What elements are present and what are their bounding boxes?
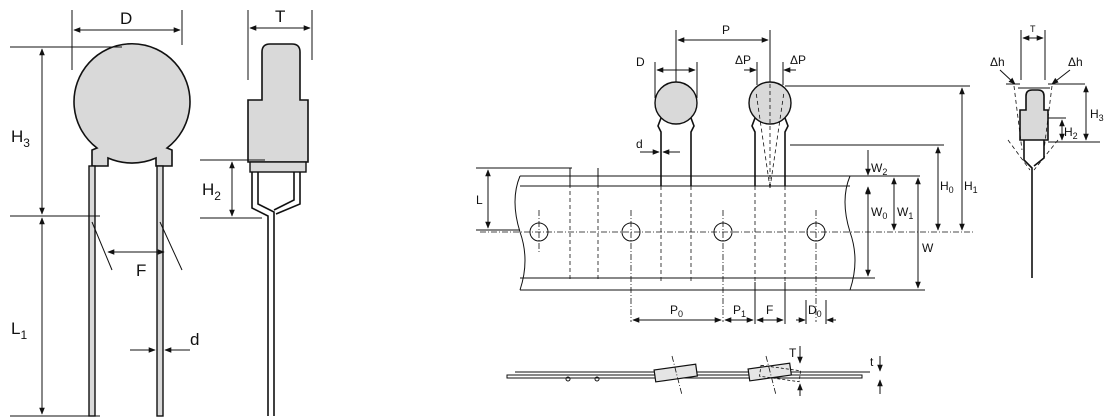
carrier-tape xyxy=(520,175,850,291)
label-P: P xyxy=(722,23,730,37)
lead-right xyxy=(156,165,164,417)
taped-capacitor-1 xyxy=(654,81,698,125)
tape-side-capacitor-1 xyxy=(653,363,699,383)
capacitor-disc xyxy=(73,42,191,167)
label-D0: D0 xyxy=(808,303,822,319)
label-W1: W1 xyxy=(897,205,913,221)
label-t: t xyxy=(870,355,874,369)
label-L1: L1 xyxy=(11,319,27,342)
label-W: W xyxy=(922,241,934,255)
label-H1: H1 xyxy=(964,179,978,195)
side-view: D H3 L1 F d xyxy=(10,9,199,417)
label-H3: H3 xyxy=(11,127,30,150)
label-d: d xyxy=(190,330,199,349)
label-dh-right: Δh xyxy=(1068,55,1083,69)
label-F-taped: F xyxy=(766,303,773,317)
label-dP-left: ΔP xyxy=(735,53,751,67)
label-W2: W2 xyxy=(871,161,887,177)
capacitor-profile-body xyxy=(247,43,309,163)
label-D: D xyxy=(120,9,132,28)
taped-capacitor-2 xyxy=(748,81,792,125)
label-H2-tilt: H2 xyxy=(1064,125,1078,141)
label-T: T xyxy=(275,7,285,26)
label-dP-right: ΔP xyxy=(790,53,806,67)
tilt-view: T Δh Δh H3 H2 xyxy=(990,24,1104,278)
label-P0: P0 xyxy=(670,303,683,319)
tape-side-view: T t xyxy=(506,346,883,396)
lead-left xyxy=(88,165,96,417)
label-L: L xyxy=(476,193,483,207)
taping-view: P D ΔP ΔP d L W2 W0 xyxy=(476,23,978,324)
label-W0: W0 xyxy=(871,205,887,221)
label-H0: H0 xyxy=(940,179,954,195)
label-d-taped: d xyxy=(636,137,643,151)
label-T-tilt: T xyxy=(1030,24,1036,34)
label-T-side: T xyxy=(789,346,797,360)
label-H2: H2 xyxy=(202,180,221,203)
label-dh-left: Δh xyxy=(990,55,1005,69)
profile-view: T H2 xyxy=(200,7,313,416)
label-D-taped: D xyxy=(636,55,645,69)
label-P1: P1 xyxy=(733,303,746,319)
label-H3-tilt: H3 xyxy=(1090,107,1104,123)
label-F: F xyxy=(136,261,146,280)
